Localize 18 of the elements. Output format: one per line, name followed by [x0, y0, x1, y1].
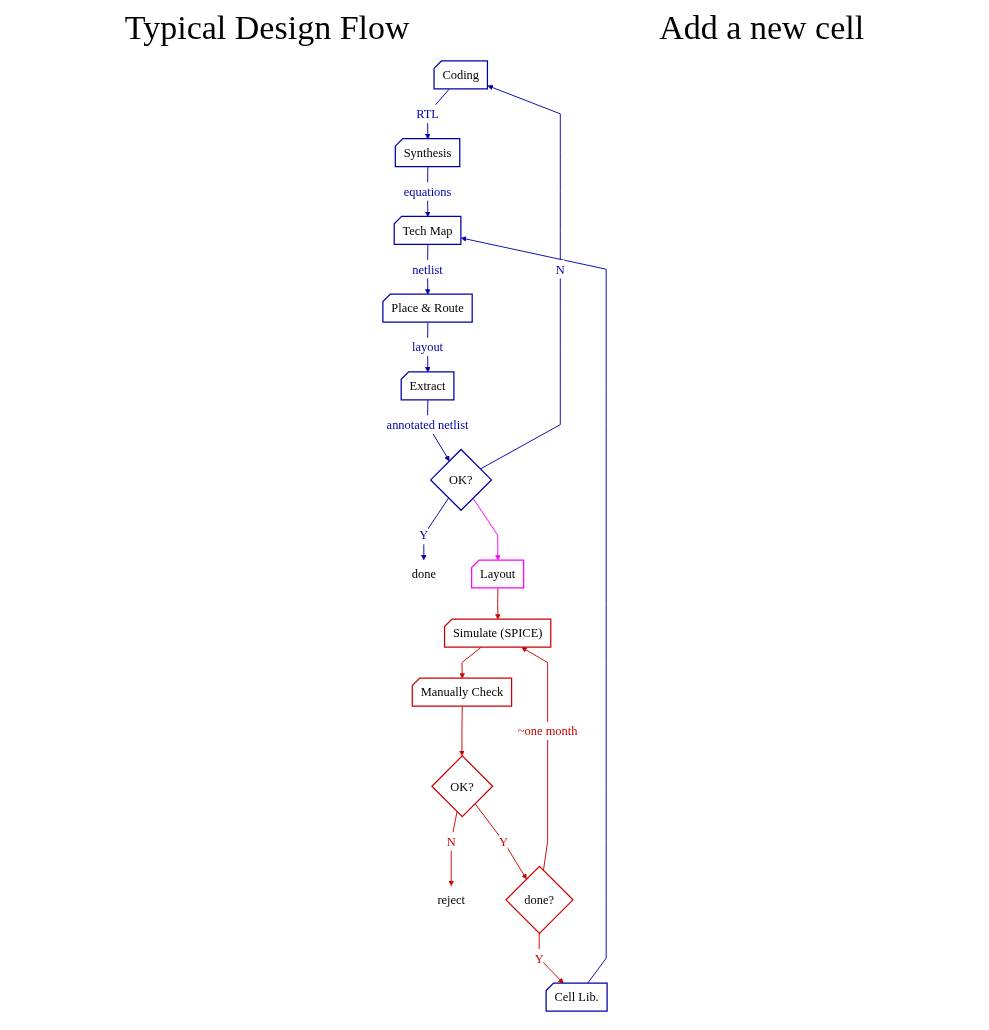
edge-label: equations: [403, 184, 451, 199]
node-diamond: OK?: [429, 448, 492, 512]
edge-label: N: [446, 834, 456, 849]
diagram-title: Typical Design Flow: [124, 9, 410, 47]
node-diamond: OK?: [430, 754, 494, 818]
edge-label: annotated netlist: [386, 417, 468, 432]
edge-label: Y: [418, 528, 428, 542]
node-diamond: done?: [504, 865, 574, 935]
node-text: reject: [436, 892, 465, 907]
edge-label: layout: [411, 340, 443, 354]
edge-label: Y: [498, 834, 508, 849]
node-text: done: [411, 567, 436, 581]
edge-label: netlist: [411, 262, 443, 277]
edge-label: RTL: [415, 106, 439, 121]
heading-label: Add a new cell: [659, 9, 865, 46]
edge-label: N: [555, 262, 565, 277]
edge-label: ~one month: [517, 724, 577, 738]
edge-label: Y: [534, 951, 544, 966]
